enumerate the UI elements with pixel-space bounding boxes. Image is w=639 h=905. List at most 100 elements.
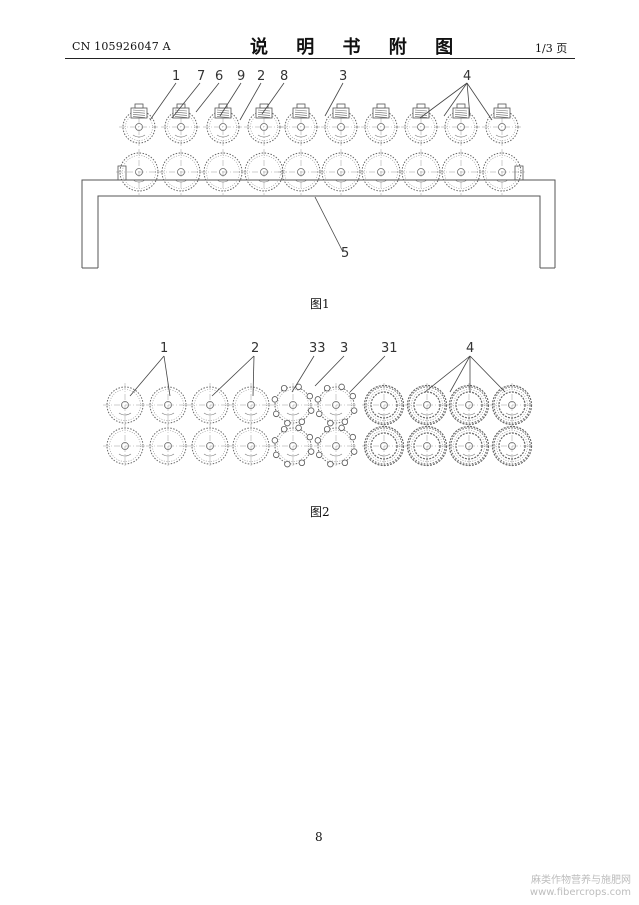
leader-line [314,355,345,387]
roller-inner [444,155,478,189]
rotation-arrow [257,179,271,183]
roller-tooth [341,459,349,467]
rotation-arrow [118,412,132,416]
roller [116,149,162,195]
spring-cap [416,103,426,109]
spring-coil [294,116,308,118]
callout-leaders [149,82,493,253]
roller-tooth [350,448,358,455]
roller [405,424,449,468]
roller [321,107,361,147]
roller-tooth [338,383,345,391]
page-indicator: 1/3 页 [535,42,568,55]
pressure-spring [493,103,511,119]
roller [405,383,449,427]
rotation-arrow [374,179,388,183]
roller [278,149,324,195]
roller [188,383,232,427]
spring-coil [454,109,468,112]
spring-cap [134,103,144,109]
rotation-arrow [294,134,308,138]
roller-inner [122,155,156,189]
callout-7: 7 [197,69,205,84]
rotation-arrow [505,453,519,457]
spring-coil [374,109,388,112]
frame-table [81,179,556,269]
spring-cap [497,103,507,109]
callout-6: 6 [215,69,223,84]
page-header: CN 105926047 A 说 明 书 附 图 1/3 页 [0,0,639,60]
rotation-arrow [462,453,476,457]
leader-line [211,355,255,397]
spring-coil [294,111,308,114]
spring-coil [174,116,188,118]
roller [103,424,147,468]
rotation-arrow [495,179,509,183]
roller [447,383,491,427]
roller-tooth [338,424,345,432]
rotation-arrow [286,453,300,457]
callout-leaders [129,355,506,397]
rotation-arrow [216,179,230,183]
spring-coil [414,114,428,116]
roller-tooth [284,460,291,468]
callout-8: 8 [280,69,288,84]
roller-tooth [314,437,322,444]
leader-line [239,82,262,121]
roller-tooth [314,396,322,403]
roller-tooth [349,433,357,441]
rotation-arrow [374,134,388,138]
roller-ring [455,432,483,460]
leader-line [443,82,468,117]
roller-tooth [272,451,280,459]
rotation-arrow [495,134,509,138]
spring-coil [132,116,146,118]
roller-ring [498,432,526,460]
leader-line [449,355,471,393]
rotation-arrow [454,179,468,183]
roller-inner [164,155,198,189]
leader-line [291,355,315,393]
pressure-spring [130,103,148,119]
spring-coil [495,114,509,116]
roller-tooth [349,392,357,400]
leader-line [324,82,344,117]
spring-coil [294,109,308,112]
roller [103,383,147,427]
leader-line [219,82,242,117]
roller [229,383,273,427]
watermark-cn: 麻类作物营养与施肥网 [531,875,631,886]
pressure-spring [255,103,273,119]
rotation-arrow [377,412,391,416]
spring-cap [176,103,186,109]
figure-1-drawing: 1 7 6 9 2 8 3 4 5 [81,69,556,269]
roller-tooth [323,425,331,433]
bearing-block-left [117,165,127,181]
header-rule [65,58,575,59]
spring-cap [336,103,346,109]
roller-ring-outer [363,425,405,467]
rotation-arrow [203,453,217,457]
roller-ring-outer [406,425,448,467]
spring-cap [296,103,306,109]
roller-ring [413,432,441,460]
roller [490,383,534,427]
leader-line [314,196,344,253]
callout-3: 3 [339,69,347,84]
callout-2: 2 [251,341,259,356]
roller [200,149,246,195]
roller [358,149,404,195]
roller-tooth [327,460,334,468]
pressure-spring [214,103,232,119]
rotation-arrow [505,412,519,416]
rotation-arrow [174,179,188,183]
spring-coil [294,114,308,116]
roller-tooth [341,418,349,426]
roller-tooth [295,383,302,391]
spring-coil [454,116,468,118]
doc-title: 说 明 书 附 图 [250,37,465,58]
figure-2-drawing: 1 2 33 3 31 4 [103,341,534,468]
spring-cap [456,103,466,109]
pressure-spring [412,103,430,119]
spring-coil [334,116,348,118]
